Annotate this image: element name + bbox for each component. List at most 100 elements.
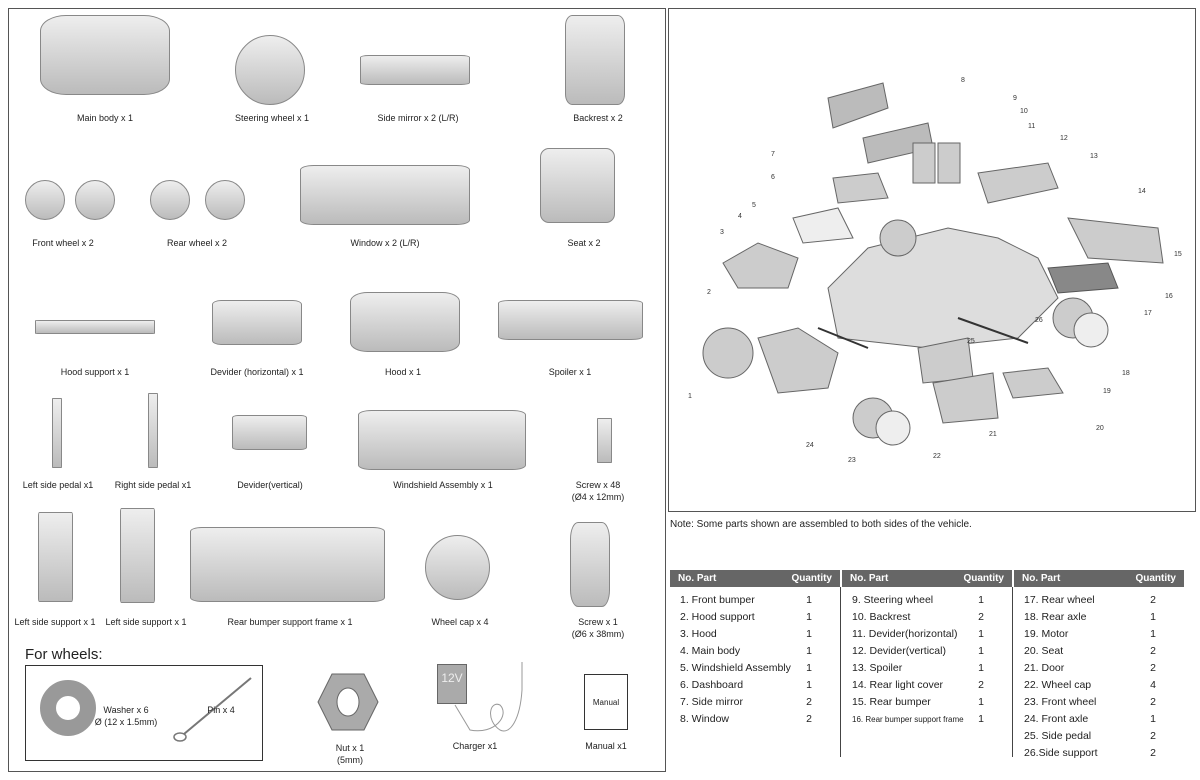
part-label: Devider (horizontal) x 1	[210, 366, 303, 378]
part-label: Seat x 2	[567, 237, 600, 249]
part-illustration	[190, 527, 385, 602]
part-label: Front wheel x 2	[32, 237, 94, 249]
header-quantity: Quantity	[791, 573, 832, 584]
part-cell: 17. Rear wheel	[1024, 594, 1095, 606]
callout-number: 25	[967, 338, 975, 345]
part-label: Hood support x 1	[61, 366, 130, 378]
part-cell: 23. Front wheel	[1024, 696, 1097, 708]
part-cell: 2. Hood support	[680, 611, 755, 623]
callout-number: 13	[1090, 153, 1098, 160]
callout-number: 12	[1060, 135, 1068, 142]
quantity-cell: 2	[1150, 747, 1156, 759]
part-label: Wheel cap x 4	[431, 616, 488, 628]
nut-size: (5mm)	[337, 755, 363, 765]
part-name: Window x 2 (L/R)	[350, 238, 420, 248]
callout-number: 8	[961, 77, 965, 84]
part-label: Screw x 1(Ø6 x 38mm)	[572, 616, 625, 640]
quantity-cell: 1	[978, 662, 984, 674]
part-name: Windshield Assembly x 1	[393, 480, 493, 490]
part-illustration	[300, 165, 470, 225]
part-label: Left side support x 1	[14, 616, 95, 628]
for-wheels-heading: For wheels:	[25, 646, 103, 663]
nut-label: Nut x 1	[335, 743, 365, 753]
part-illustration	[235, 35, 305, 105]
part-illustration	[52, 398, 62, 468]
part-cell: 3. Hood	[680, 628, 717, 640]
callout-number: 3	[720, 229, 724, 236]
part-name: Right side pedal x1	[114, 480, 192, 490]
header-no-part: No. Part	[850, 573, 889, 584]
callout-number: 20	[1096, 425, 1104, 432]
quantity-cell: 1	[806, 662, 812, 674]
quantity-cell: 2	[1150, 662, 1156, 674]
callout-number: 26	[1035, 317, 1043, 324]
part-name: Seat x 2	[567, 238, 601, 248]
header-no-part: No. Part	[1022, 573, 1061, 584]
part-label: Screw x 48(Ø4 x 12mm)	[572, 479, 625, 503]
callout-number: 17	[1144, 310, 1152, 317]
callout-number: 18	[1122, 370, 1130, 377]
part-illustration	[360, 55, 470, 85]
part-cell: 26.Side support	[1024, 747, 1098, 759]
part-cell: 8. Window	[680, 713, 730, 725]
quantity-cell: 1	[978, 645, 984, 657]
part-illustration	[597, 418, 612, 463]
callout-number: 21	[989, 431, 997, 438]
charger-cable-icon	[454, 662, 523, 732]
manual-icon: Manual	[584, 674, 628, 730]
part-label: Windshield Assembly x 1	[393, 479, 493, 491]
part-cell: 15. Rear bumper	[852, 696, 931, 708]
callout-number: 4	[738, 213, 742, 220]
part-cell: 22. Wheel cap	[1024, 679, 1092, 691]
part-label: Left side pedal x1	[23, 479, 94, 491]
table-row: 11. Devider(horizontal)1	[842, 626, 1012, 643]
assembly-note: Note: Some parts shown are assembled to …	[670, 519, 972, 530]
quantity-cell: 1	[806, 679, 812, 691]
quantity-cell: 4	[1150, 679, 1156, 691]
part-illustration	[120, 508, 155, 603]
column-divider	[1012, 587, 1013, 757]
part-cell: 5. Windshield Assembly	[680, 662, 791, 674]
part-illustration	[205, 180, 245, 220]
table-row: 6. Dashboard 1	[670, 677, 840, 694]
callout-number: 10	[1020, 108, 1028, 115]
quantity-cell: 1	[1150, 628, 1156, 640]
quantity-cell: 2	[1150, 696, 1156, 708]
part-cell: 4. Main body	[680, 645, 741, 657]
part-illustration	[232, 415, 307, 450]
table-row: 26.Side support 2	[1014, 745, 1184, 762]
callout-number: 24	[806, 442, 814, 449]
callout-number: 15	[1174, 251, 1182, 258]
part-cell: 25. Side pedal	[1024, 730, 1092, 742]
part-illustration	[570, 522, 610, 607]
table-row: 23. Front wheel 2	[1014, 694, 1184, 711]
part-name: Left side support x 1	[14, 617, 96, 627]
part-illustration	[38, 512, 73, 602]
part-name: Screw x 1	[578, 617, 618, 627]
part-name: Devider (horizontal) x 1	[210, 367, 304, 377]
part-label: Rear wheel x 2	[167, 237, 227, 249]
callout-number: 16	[1165, 293, 1173, 300]
header-quantity: Quantity	[1135, 573, 1176, 584]
part-cell: 13. Spoiler	[852, 662, 903, 674]
charger-voltage: 12V	[441, 671, 463, 685]
part-cell: 6. Dashboard	[680, 679, 744, 691]
part-name: Screw x 48	[575, 480, 621, 490]
quantity-cell: 1	[806, 645, 812, 657]
part-illustration	[565, 15, 625, 105]
table-header: No. Part Quantity	[1014, 570, 1184, 587]
part-illustration	[35, 320, 155, 334]
wheel-hardware-box: Washer x 6 Ø (12 x 1.5mm) Pin x 4	[25, 665, 263, 761]
part-name: Rear wheel x 2	[166, 238, 228, 248]
